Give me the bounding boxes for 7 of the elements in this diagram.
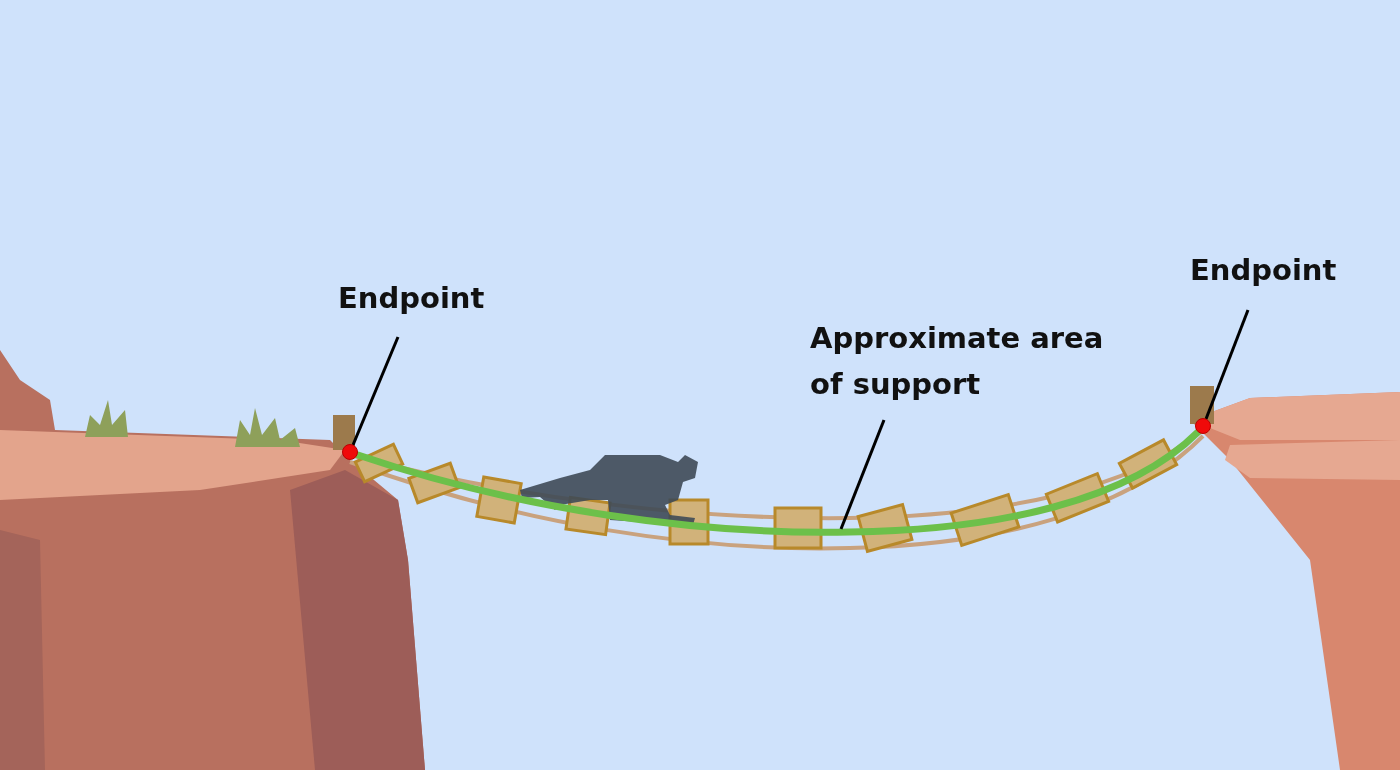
callout-text: Approximate area of support <box>810 315 1110 407</box>
support-curve <box>354 428 1202 536</box>
callout-text: Endpoint <box>1190 247 1350 293</box>
leader-line <box>351 336 400 446</box>
leader-line <box>839 419 886 530</box>
callout-text: Endpoint <box>338 275 498 321</box>
leader-line <box>1204 309 1250 420</box>
